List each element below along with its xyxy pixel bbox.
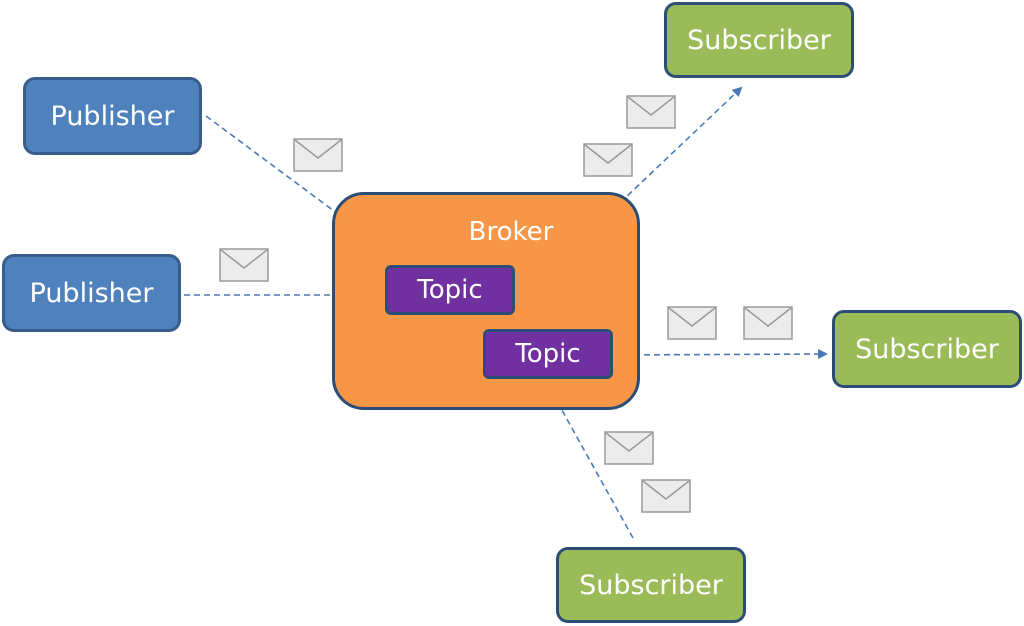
topic-label: Topic [417,275,483,305]
subscriber-box-2: Subscriber [832,310,1022,388]
envelope-icon [293,138,343,172]
envelope-icon [626,95,676,129]
subscriber-label: Subscriber [855,333,999,365]
subscriber-box-1: Subscriber [664,2,854,78]
publisher-label: Publisher [29,277,154,309]
envelope-icon [641,479,691,513]
envelope-icon [743,306,793,340]
publisher-box-1: Publisher [23,77,202,155]
envelope-icon [219,248,269,282]
envelope-icon [604,431,654,465]
subscriber-box-3: Subscriber [556,547,746,623]
envelope-icon [667,306,717,340]
publisher-box-2: Publisher [2,254,181,332]
publisher-label: Publisher [50,100,175,132]
topic-label: Topic [515,339,581,369]
subscriber-label: Subscriber [687,24,831,56]
envelope-icon [583,143,633,177]
subscriber-label: Subscriber [579,569,723,601]
topic-box-1: Topic [385,265,515,315]
arrow-subscriber3-to-topic2 [547,383,634,539]
broker-label: Broker [468,217,554,247]
arrow-topic2-to-subscriber2 [613,349,828,360]
topic-box-2: Topic [483,329,613,379]
